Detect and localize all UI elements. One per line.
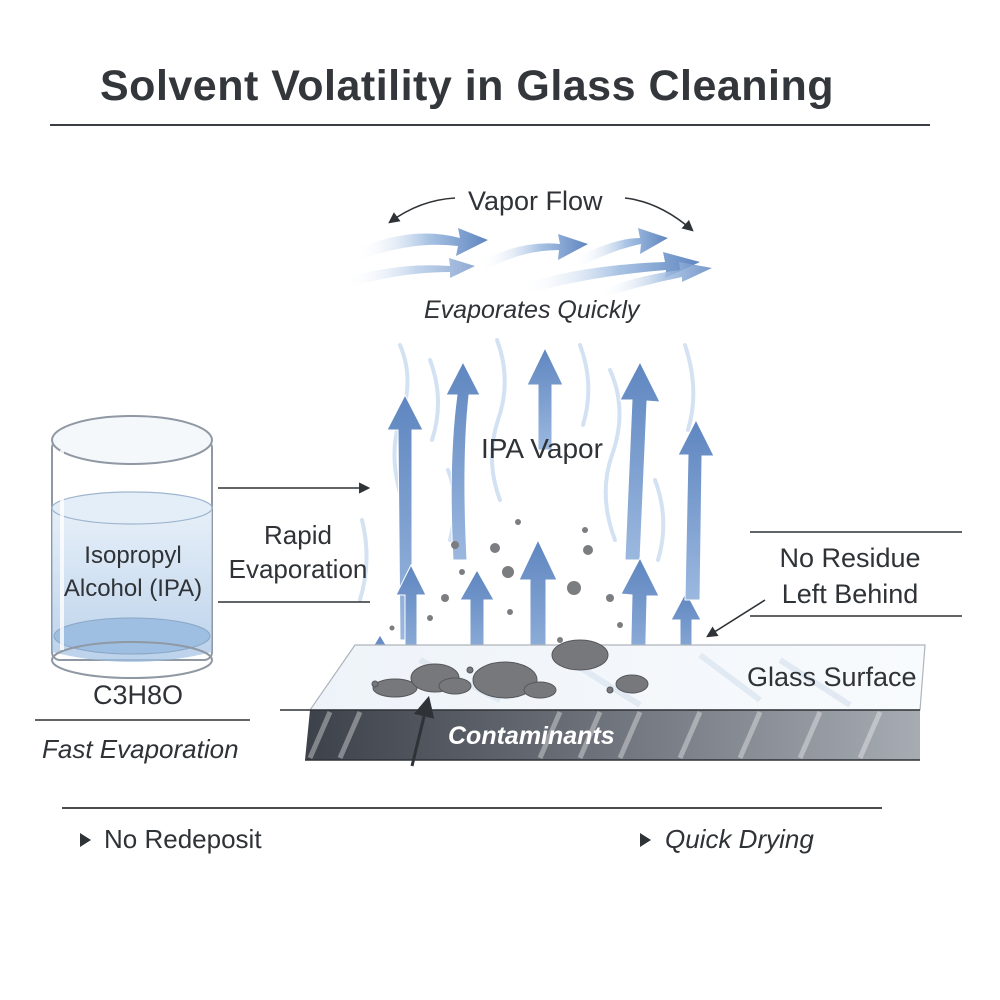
contaminant-clumps bbox=[371, 639, 649, 699]
chemical-formula: C3H8O bbox=[93, 680, 184, 710]
contaminants-label: Contaminants bbox=[448, 722, 615, 750]
container-label-line2: Alcohol (IPA) bbox=[63, 575, 203, 602]
contaminants-pointer bbox=[410, 695, 435, 767]
triangle-bullet-icon bbox=[640, 833, 651, 847]
no-residue-line1: No Residue bbox=[779, 543, 921, 573]
ipa-container bbox=[51, 415, 213, 679]
evaporates-quickly-label: Evaporates Quickly bbox=[424, 296, 640, 324]
rapid-evaporation-lines bbox=[218, 482, 371, 603]
rapid-evaporation-line2: Evaporation bbox=[228, 554, 368, 584]
vapor-flow-label: Vapor Flow bbox=[468, 186, 603, 216]
no-residue-pointer bbox=[706, 531, 962, 638]
page-title: Solvent Volatility in Glass Cleaning bbox=[100, 62, 835, 110]
container-label: Isopropyl Alcohol (IPA) bbox=[55, 539, 211, 605]
vapor-flow-curves bbox=[388, 197, 694, 232]
container-label-line1: Isopropyl bbox=[84, 542, 182, 569]
triangle-bullet-icon bbox=[80, 833, 91, 847]
no-residue-label: No Residue Left Behind bbox=[760, 540, 940, 612]
bullet-quick-drying: Quick Drying bbox=[665, 824, 814, 854]
vapor-wisps bbox=[358, 338, 696, 602]
glass-surface-label: Glass Surface bbox=[747, 662, 917, 692]
rapid-evaporation-line1: Rapid bbox=[264, 520, 332, 550]
rapid-evaporation-label: Rapid Evaporation bbox=[223, 518, 373, 586]
vapor-flow-streams bbox=[345, 228, 712, 298]
no-residue-line2: Left Behind bbox=[781, 579, 919, 609]
floating-particles bbox=[389, 519, 623, 643]
ipa-vapor-label: IPA Vapor bbox=[481, 433, 603, 464]
bullet-no-redeposit: No Redeposit bbox=[104, 824, 262, 854]
vapor-arrows bbox=[367, 346, 715, 681]
fast-evaporation-label: Fast Evaporation bbox=[42, 734, 239, 764]
